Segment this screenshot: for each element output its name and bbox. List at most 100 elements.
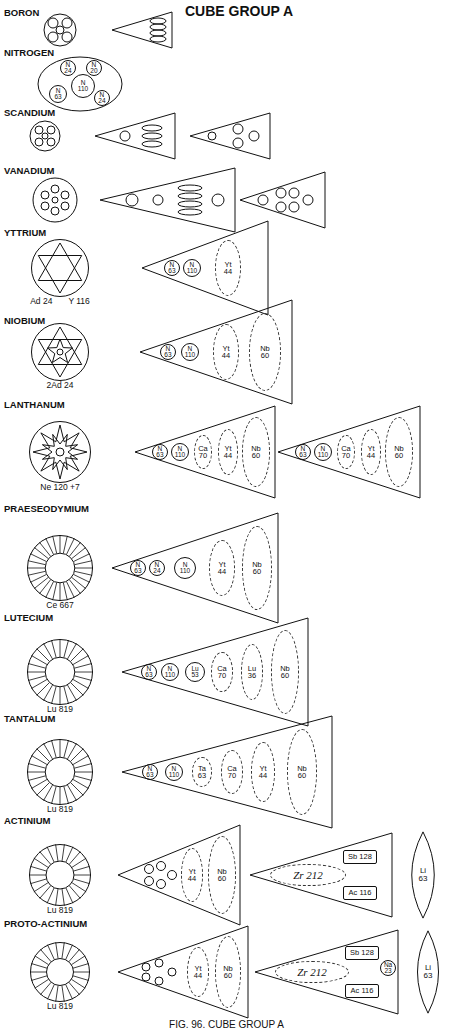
element-name: PRAESEODYMIUM	[4, 504, 89, 514]
element-name: SCANDIUM	[4, 108, 55, 118]
element-name: PROTO-ACTINIUM	[4, 919, 87, 929]
particle-ellipse: Nb 60	[208, 836, 236, 914]
wheel-spoke	[47, 847, 54, 863]
small-body	[47, 138, 55, 146]
particle-label: Ca 70	[198, 445, 208, 459]
particle-circle: Lu 53	[185, 662, 205, 682]
wheel-spoke	[27, 568, 45, 569]
particle-label: Ca 70	[227, 765, 237, 779]
particle-box: Sb 128	[343, 850, 377, 864]
wheel-spoke	[66, 888, 73, 904]
small-body	[155, 977, 163, 985]
particle-box: Sb 128	[345, 946, 379, 960]
wheel-hub	[45, 553, 75, 583]
wheel-spoke	[73, 554, 89, 562]
particle-circle: N 24	[149, 560, 165, 576]
star-triangle	[38, 327, 81, 365]
small-body	[276, 202, 286, 212]
particle-ellipse: Zr 212	[270, 864, 346, 886]
particle-label: Yt 44	[222, 345, 230, 359]
wheel-spoke	[73, 976, 89, 981]
wheel-spoke	[60, 535, 61, 553]
wheel-spoke	[53, 583, 57, 601]
particle-ellipse: Yt 44	[218, 429, 238, 475]
wheel-spoke	[52, 740, 57, 758]
small-body	[120, 131, 130, 141]
wheel-spoke	[31, 679, 47, 688]
wheel-spoke	[29, 875, 46, 876]
wheel-spoke	[31, 779, 47, 788]
funnel	[135, 406, 275, 498]
wheel-spoke	[40, 949, 51, 962]
star-triangle	[38, 243, 81, 281]
small-body	[142, 125, 162, 131]
particle-ellipse: Ca 70	[221, 750, 243, 794]
particle-label: Ac 116	[349, 889, 372, 897]
small-body	[150, 36, 166, 42]
particle-circle: N 110	[161, 663, 179, 681]
atom-caption: Lu 819	[47, 705, 73, 714]
small-body	[142, 963, 150, 971]
lens-outline	[418, 931, 439, 1013]
particle-label: N 63	[156, 446, 163, 458]
atom-label: 2Ad 24	[47, 381, 74, 390]
small-body	[208, 132, 216, 140]
wheel-spoke	[39, 580, 50, 594]
atom-label: Ne 120 +7	[40, 483, 79, 492]
atom-label: Lu 819	[47, 906, 73, 915]
particle-circle: N 24	[94, 90, 110, 106]
wheel-spoke	[75, 571, 93, 575]
small-body	[289, 202, 299, 212]
wheel-spoke	[75, 568, 93, 569]
small-body	[150, 30, 166, 36]
atom-caption: Ad 24Y 116	[30, 297, 90, 306]
small-body	[289, 188, 299, 198]
funnel	[95, 113, 175, 159]
wheel-spoke	[74, 764, 92, 769]
particle-label: N 63	[146, 766, 153, 778]
wheel-spoke	[73, 656, 89, 665]
small-body	[48, 32, 58, 42]
atom-caption: 2Ad 24	[47, 381, 74, 390]
wheel-spoke	[60, 787, 61, 805]
small-body	[157, 862, 166, 871]
small-body	[142, 973, 150, 981]
small-body	[157, 880, 166, 889]
particle-label: N 110	[165, 666, 175, 678]
particle-circle: N 24	[60, 60, 76, 76]
wheel-spoke	[48, 984, 55, 999]
particle-ellipse: Ca 70	[211, 652, 233, 692]
atom-circle: 2Ad 24	[31, 323, 89, 381]
small-body	[178, 185, 202, 191]
wheel-spoke	[52, 686, 57, 704]
particle-circle: N 110	[165, 763, 183, 781]
atom-circle: Ad 24Y 116	[31, 239, 89, 297]
small-body	[142, 141, 162, 147]
particle-label: N 63	[299, 446, 306, 458]
wheel-spoke	[27, 672, 45, 673]
small-body	[145, 877, 154, 886]
particle-label: Ta 63	[198, 765, 206, 779]
particle-box: Ac 116	[343, 886, 377, 900]
particle-circle: Na 23	[380, 960, 397, 977]
star-centre	[57, 349, 63, 355]
funnel	[118, 825, 240, 925]
star-triangle	[38, 256, 81, 294]
particle-circle: N 63	[160, 344, 176, 360]
funnel	[112, 12, 172, 48]
element-name: LUTECIUM	[4, 613, 53, 623]
small-body	[258, 195, 268, 205]
particle-circle: N 110	[174, 557, 196, 579]
element-name: VANADIUM	[4, 166, 55, 176]
small-body	[35, 126, 43, 134]
atom-outline	[33, 178, 77, 222]
wheel-spoke	[60, 639, 61, 657]
small-body	[126, 194, 138, 206]
particle-label: Ca 70	[217, 665, 227, 679]
funnel	[122, 716, 332, 828]
particle-ellipse: Nb 60	[385, 417, 413, 487]
star-centre	[56, 448, 64, 456]
small-body	[233, 124, 243, 134]
particle-ellipse: Yt 44	[361, 429, 381, 475]
inner-star	[48, 339, 73, 363]
